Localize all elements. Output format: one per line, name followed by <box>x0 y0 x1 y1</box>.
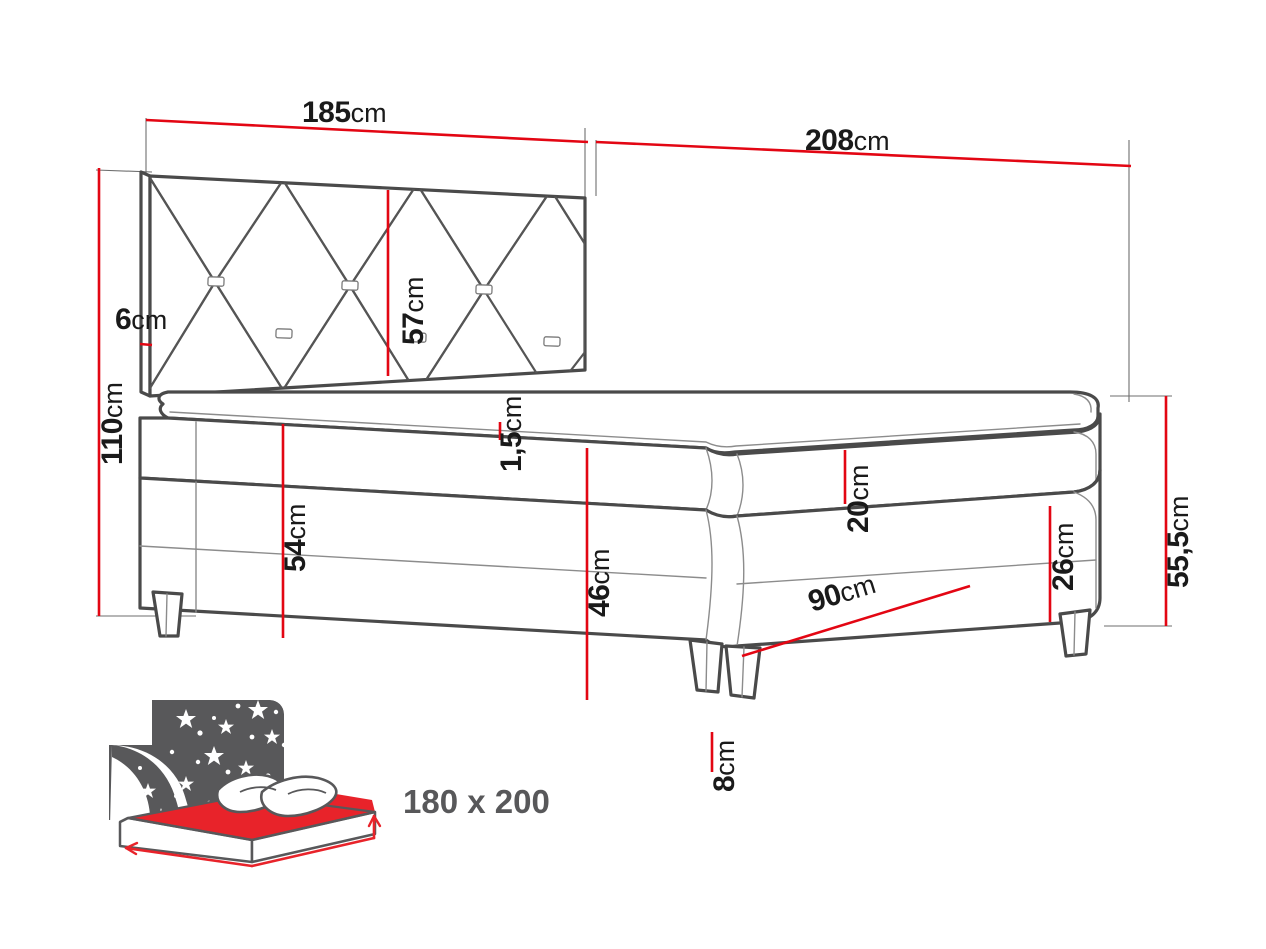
dimension-label-1-5: 1,5cm <box>495 395 528 472</box>
tuft-buttons <box>207 276 561 347</box>
dimension-label-8: 8cm <box>708 739 741 792</box>
mattress-size-label: 180 x 200 <box>403 783 550 820</box>
dimension-label-46: 46cm <box>583 548 616 617</box>
dimension-label-6: 6cm <box>115 303 168 336</box>
red-dimension-lines <box>97 118 1168 772</box>
dimline-90 <box>741 584 971 658</box>
dimension-label-54: 54cm <box>279 503 312 572</box>
dimension-label-20: 20cm <box>842 464 875 533</box>
dimension-label-26: 26cm <box>1047 522 1080 591</box>
dimension-label-110: 110cm <box>96 382 129 465</box>
base-box <box>138 468 1102 649</box>
dimline-208 <box>595 140 1132 168</box>
extension-lines <box>95 118 1172 627</box>
dimension-label-57: 57cm <box>397 276 430 345</box>
dimension-label-55-5: 55,5cm <box>1162 495 1195 588</box>
dimension-label-185: 185cm <box>302 96 387 129</box>
dimline-6 <box>139 342 153 347</box>
dimline-185 <box>145 118 589 144</box>
headboard <box>139 170 587 398</box>
bed-legs <box>151 590 1092 700</box>
dimension-label-208: 208cm <box>805 124 890 157</box>
